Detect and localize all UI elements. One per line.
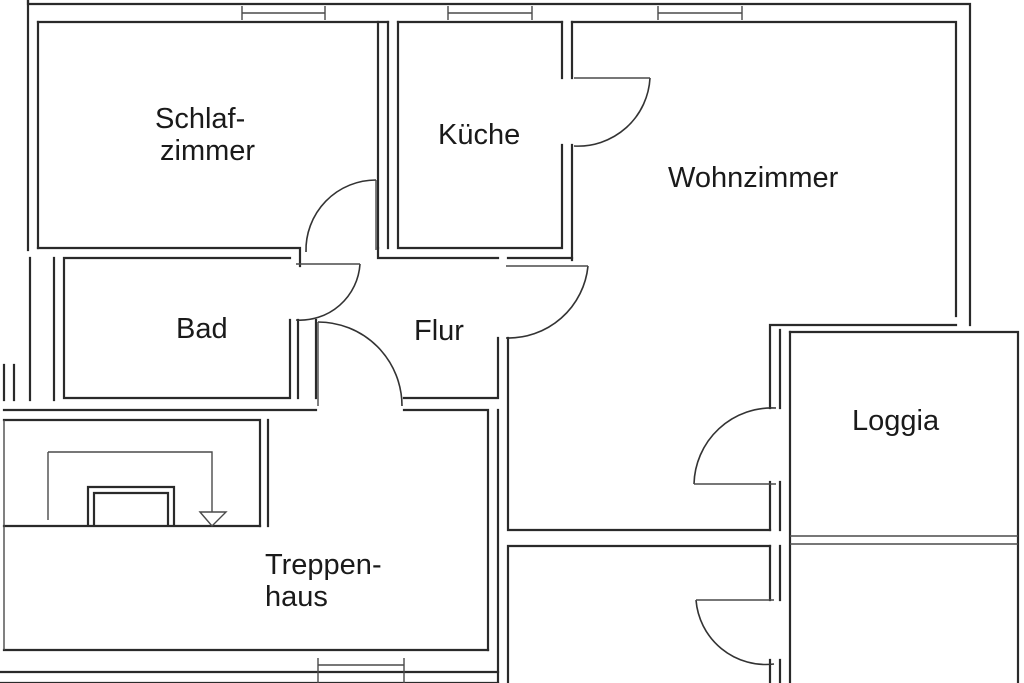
bottom-walls bbox=[0, 658, 500, 683]
room-schlafzimmer-walls bbox=[36, 20, 390, 268]
door-bad bbox=[295, 263, 361, 321]
door-flur-wohnzimmer bbox=[505, 265, 589, 339]
room-treppenhaus-walls bbox=[2, 408, 500, 683]
label-treppenhaus-line2: haus bbox=[265, 581, 328, 613]
room-flur-walls bbox=[314, 318, 772, 532]
doors bbox=[295, 77, 777, 666]
door-lower-room bbox=[695, 599, 775, 666]
label-bad: Bad bbox=[176, 313, 228, 345]
staircase bbox=[47, 451, 228, 528]
door-kueche bbox=[573, 77, 651, 147]
label-schlafzimmer-line1: Schlaf- bbox=[155, 103, 245, 135]
lower-room-walls bbox=[506, 544, 782, 683]
room-wohnzimmer-walls bbox=[768, 323, 958, 532]
label-loggia: Loggia bbox=[852, 405, 940, 437]
room-kueche-walls bbox=[376, 20, 574, 262]
door-schlafzimmer bbox=[305, 179, 377, 253]
label-kueche: Küche bbox=[438, 119, 520, 151]
door-loggia bbox=[693, 407, 777, 485]
outer-walls bbox=[2, 0, 972, 402]
label-treppenhaus-line1: Treppen- bbox=[265, 549, 382, 581]
room-bad-walls bbox=[62, 256, 300, 400]
label-flur: Flur bbox=[414, 315, 464, 347]
room-loggia-walls bbox=[788, 330, 1020, 683]
label-wohnzimmer: Wohnzimmer bbox=[668, 162, 839, 194]
door-flur-treppenhaus bbox=[317, 321, 403, 407]
label-schlafzimmer-line2: zimmer bbox=[160, 135, 255, 167]
